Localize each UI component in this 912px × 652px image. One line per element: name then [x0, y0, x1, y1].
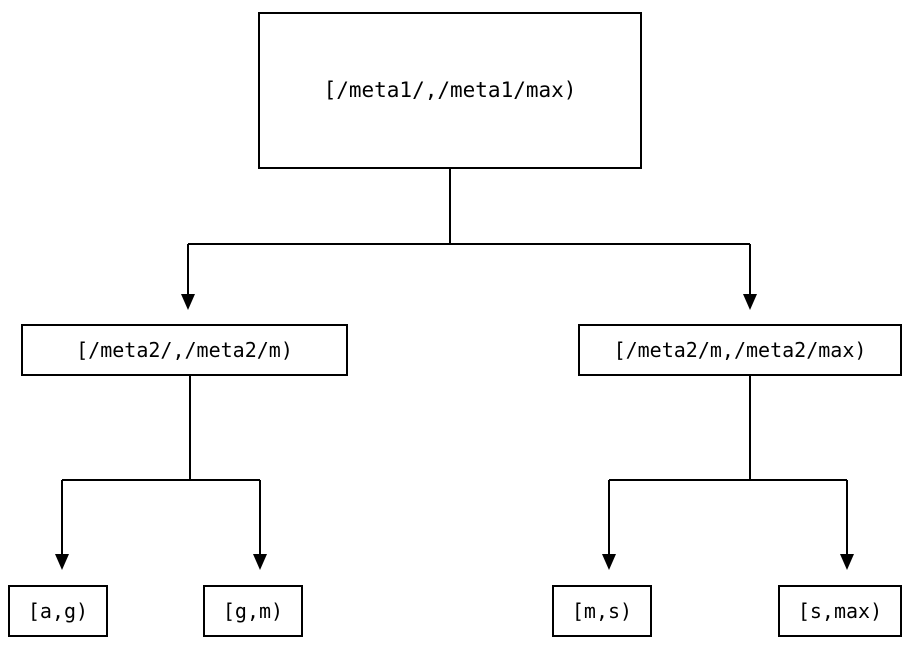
tree-node-root-label: [/meta1/,/meta1/max) — [323, 78, 577, 102]
arrowhead-to-leaf-ms — [602, 554, 616, 570]
tree-node-leaf-ag-label: [a,g) — [27, 599, 89, 623]
tree-node-leaf-smax[interactable]: [s,max) — [778, 585, 902, 637]
tree-node-leaf-ag[interactable]: [a,g) — [8, 585, 108, 637]
arrowhead-to-leaf-ag — [55, 554, 69, 570]
tree-node-root[interactable]: [/meta1/,/meta1/max) — [258, 12, 642, 169]
arrowhead-to-left-mid — [181, 294, 195, 310]
arrowhead-to-leaf-gm — [253, 554, 267, 570]
tree-node-right-mid-label: [/meta2/m,/meta2/max) — [613, 338, 867, 362]
arrowhead-to-leaf-smax — [840, 554, 854, 570]
tree-node-left-mid-label: [/meta2/,/meta2/m) — [76, 338, 293, 362]
tree-node-leaf-smax-label: [s,max) — [797, 599, 883, 623]
tree-node-leaf-gm[interactable]: [g,m) — [203, 585, 303, 637]
tree-node-left-mid[interactable]: [/meta2/,/meta2/m) — [21, 324, 348, 376]
tree-node-leaf-ms[interactable]: [m,s) — [552, 585, 652, 637]
tree-node-leaf-gm-label: [g,m) — [222, 599, 284, 623]
tree-node-right-mid[interactable]: [/meta2/m,/meta2/max) — [578, 324, 902, 376]
arrowhead-to-right-mid — [743, 294, 757, 310]
tree-node-leaf-ms-label: [m,s) — [571, 599, 633, 623]
